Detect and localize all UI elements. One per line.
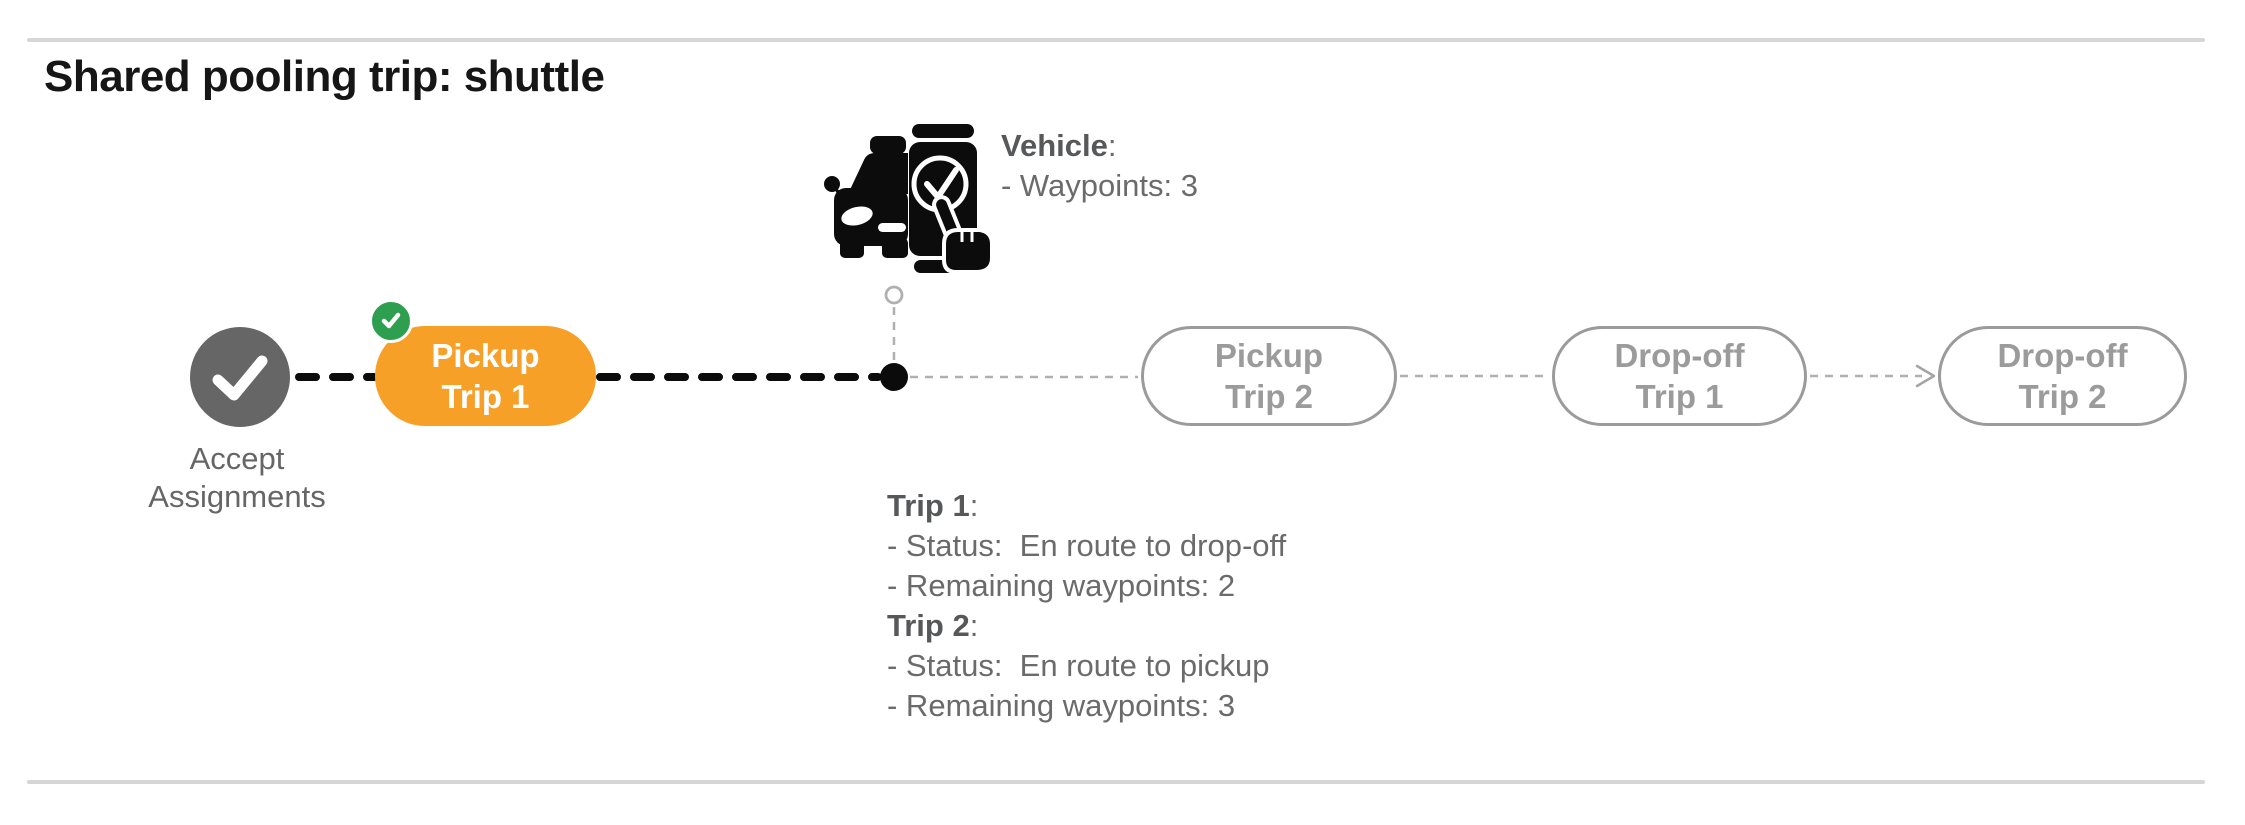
car-shape [824, 136, 908, 258]
vehicle-info-colon: : [1107, 128, 1117, 163]
trip1-colon: : [969, 488, 979, 523]
bottom-divider [27, 780, 2205, 784]
trip1-heading: Trip 1: [887, 486, 1286, 526]
trip2-label: Trip 2 [887, 608, 970, 643]
pill-label-line2: Trip 2 [2018, 378, 2107, 415]
vehicle-info-heading: Vehicle: [1001, 126, 1198, 166]
check-icon [381, 312, 401, 329]
trip2-waypoints-line: - Remaining waypoints: 3 [887, 688, 1236, 723]
vehicle-info-label: Vehicle [1001, 128, 1108, 163]
accept-assignments-node [190, 327, 290, 427]
trip-status-info: Trip 1: - Status: En route to drop-off -… [887, 486, 1286, 726]
stage-pill-pickup-trip-2: Pickup Trip 2 [1141, 326, 1397, 426]
trip1-status-line: - Status: En route to drop-off [887, 528, 1287, 563]
top-divider [27, 38, 2205, 42]
pill-label-line2: Trip 1 [441, 378, 530, 415]
trip1-label: Trip 1 [887, 488, 970, 523]
pill-label-line2: Trip 2 [1224, 378, 1314, 415]
hand-shape [932, 195, 994, 274]
pill-label-line1: Drop-off [1614, 337, 1745, 374]
trip2-status-line: - Status: En route to pickup [887, 648, 1270, 683]
stage-pill-pickup-trip-1: Pickup Trip 1 [369, 299, 596, 426]
pill-label-line1: Pickup [431, 337, 540, 374]
accept-assignments-label: Accept Assignments [148, 441, 326, 514]
stage-pill-dropoff-trip-1: Drop-off Trip 1 [1552, 326, 1807, 426]
pill-label-line2: Trip 1 [1635, 378, 1724, 415]
vehicle-info: Vehicle: - Waypoints: 3 [1001, 126, 1198, 206]
pill-label-line1: Pickup [1214, 337, 1324, 374]
vehicle-link-circle [884, 285, 904, 305]
vehicle-phone-check-icon [824, 124, 994, 274]
stage-pill-dropoff-trip-2: Drop-off Trip 2 [1938, 326, 2187, 426]
trip1-waypoints-line: - Remaining waypoints: 2 [887, 568, 1236, 603]
trip2-colon: : [969, 608, 979, 643]
arrowhead-icon [1915, 364, 1936, 388]
check-icon [212, 355, 268, 401]
car-details [841, 206, 906, 232]
trip2-heading: Trip 2: [887, 606, 1286, 646]
vehicle-info-line: - Waypoints: 3 [1001, 168, 1198, 203]
completed-badge [369, 299, 413, 343]
current-position-dot [880, 363, 908, 391]
page-title: Shared pooling trip: shuttle [44, 52, 605, 101]
pill-label-line1: Drop-off [1997, 337, 2128, 374]
